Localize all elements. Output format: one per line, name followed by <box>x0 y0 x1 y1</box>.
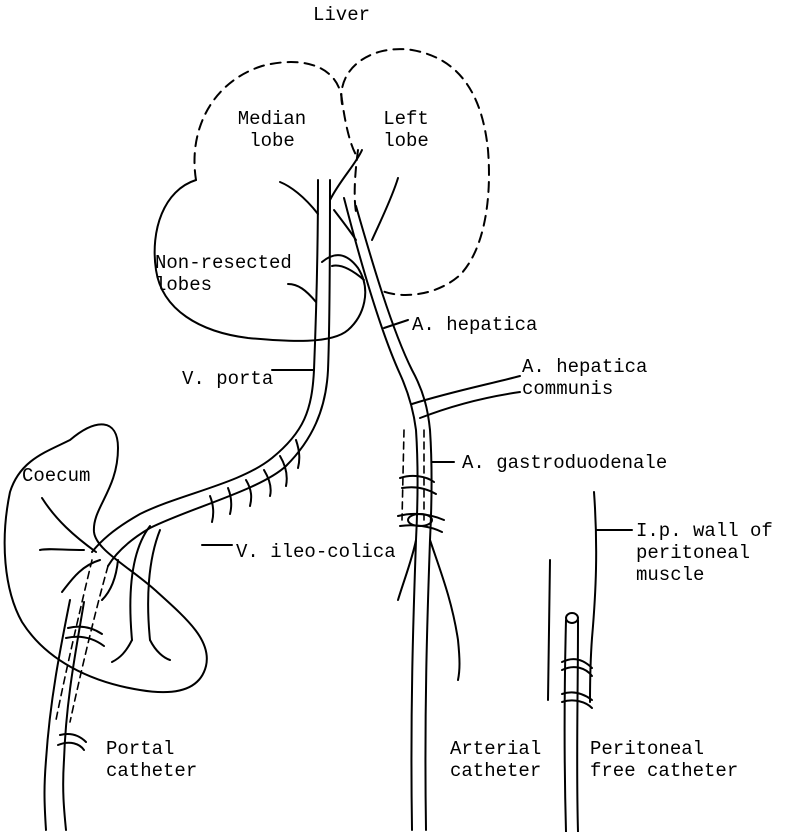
portal-catheter-label: Portal catheter <box>106 738 197 782</box>
left-lobe-label-line1: Left <box>376 108 436 130</box>
median-lobe-label-line1: Median <box>232 108 312 130</box>
a-hepatica-communis-label-line1: A. hepatica <box>522 356 647 378</box>
v-porta-left-edge <box>92 180 318 552</box>
arterial-catheter-label-line2: catheter <box>450 760 541 782</box>
left-lobe-label-line2: lobe <box>376 130 436 152</box>
a-hepatica-label: A. hepatica <box>412 314 537 336</box>
a-hepatica-communis-label: A. hepatica communis <box>522 356 647 400</box>
arterial-catheter-label-line1: Arterial <box>450 738 541 760</box>
peritoneal-wall-label-line1: I.p. wall of <box>636 520 773 542</box>
peritoneal-catheter-label-line1: Peritoneal <box>590 738 738 760</box>
median-lobe-label-line2: lobe <box>232 130 312 152</box>
a-hepatica-right-branch <box>372 178 398 240</box>
peritoneal-wall-label-line3: muscle <box>636 564 773 586</box>
peritoneal-wall-left-edge <box>548 560 550 700</box>
median-lobe-label: Median lobe <box>232 108 312 152</box>
v-porta-branch-upper-2 <box>330 150 362 200</box>
portal-catheter-label-line2: catheter <box>106 760 197 782</box>
portal-catheter-label-line1: Portal <box>106 738 197 760</box>
a-hepatica-lower-branch <box>332 266 364 280</box>
a-hepatica-left-branch <box>334 210 356 240</box>
arterial-catheter-tube-left <box>402 430 404 520</box>
coecum-label: Coecum <box>22 465 90 487</box>
arterial-catheter-knot <box>408 514 432 526</box>
v-porta-branch-upper <box>280 182 318 214</box>
v-porta-label: V. porta <box>182 368 273 390</box>
non-resected-lobes-label-line1: Non-resected <box>155 252 292 274</box>
peritoneal-wall-line <box>590 492 596 702</box>
peritoneal-catheter-tip <box>566 613 578 623</box>
non-resected-lobes-label: Non-resected lobes <box>155 252 292 296</box>
left-lobe-outline <box>341 49 489 295</box>
v-ileo-colica-label: V. ileo-colica <box>236 541 396 563</box>
peritoneal-wall-label: I.p. wall of peritoneal muscle <box>636 520 773 586</box>
a-hepatica-right-edge <box>356 206 432 830</box>
vein-side-branches <box>210 440 299 522</box>
peritoneal-catheter-label: Peritoneal free catheter <box>590 738 738 782</box>
left-lobe-label: Left lobe <box>376 108 436 152</box>
a-hepatica-communis-label-line2: communis <box>522 378 647 400</box>
liver-title: Liver <box>313 4 370 26</box>
peritoneal-wall-label-line2: peritoneal <box>636 542 773 564</box>
v-porta-branch-lower <box>288 284 316 302</box>
peritoneal-catheter-left <box>565 620 567 832</box>
peritoneal-catheter-right <box>577 620 578 832</box>
a-gastroduodenale-label: A. gastroduodenale <box>462 452 667 474</box>
arterial-catheter-ties <box>398 476 444 532</box>
peritoneal-catheter-label-line2: free catheter <box>590 760 738 782</box>
a-hepatica-pointer-line <box>384 320 408 328</box>
non-resected-lobes-label-line2: lobes <box>155 274 292 296</box>
arterial-catheter-label: Arterial catheter <box>450 738 541 782</box>
